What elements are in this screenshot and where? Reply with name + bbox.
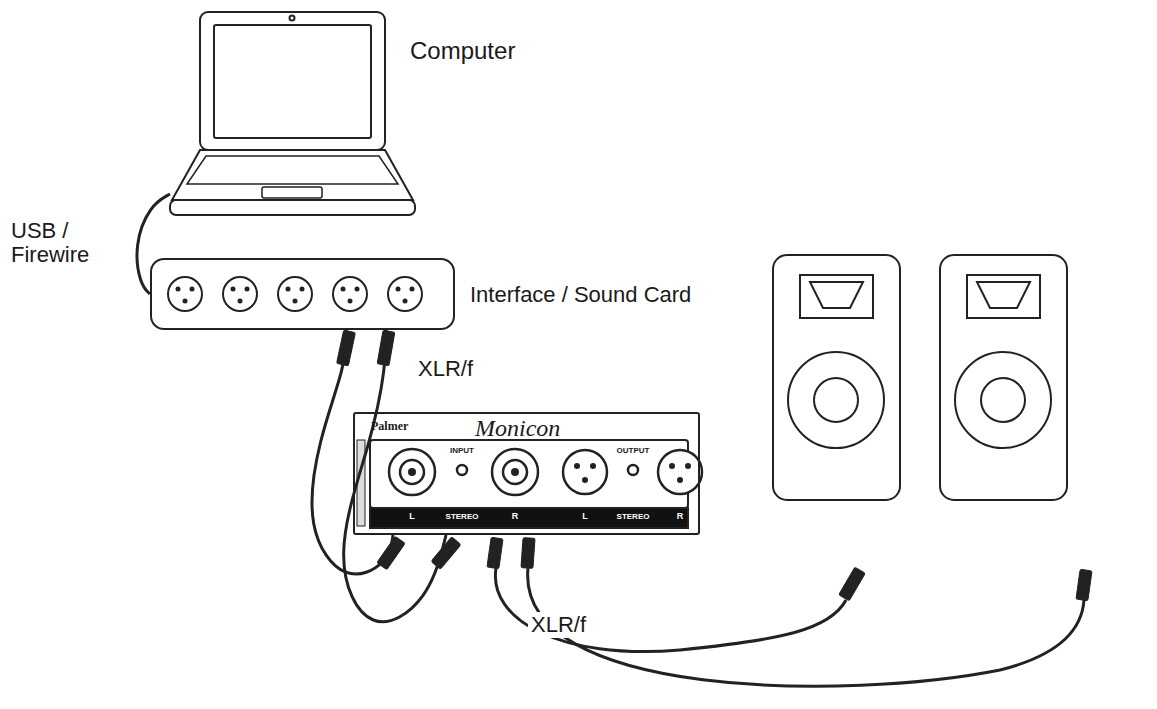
panel-label: STEREO: [617, 513, 650, 522]
panel-label: STEREO: [446, 513, 479, 522]
laptop-drawing-part: [170, 200, 415, 215]
laptop-drawing-part: [290, 16, 295, 21]
cable-connector: [137, 194, 170, 294]
xlr-pins-part: [190, 287, 195, 292]
xlr-pins-part: [403, 299, 408, 304]
xlr-pins-part: [300, 287, 305, 292]
xlr-pins-part: [410, 287, 415, 292]
interface-connectors-part: [388, 277, 422, 311]
xlr-plugs-part: [521, 538, 535, 569]
combo-jacks-part: [563, 450, 607, 494]
channel-label: R: [677, 512, 684, 522]
xlr-pins-part: [348, 299, 353, 304]
jack-pins-part: [408, 468, 416, 476]
interface-connectors-part: [333, 277, 367, 311]
node-label: Palmer: [371, 420, 408, 433]
speaker-cables-part: [528, 568, 1084, 686]
node-label: Computer: [410, 38, 515, 64]
speaker-drawing-part: [773, 255, 900, 500]
cable-label: XLR/f: [528, 612, 589, 638]
speaker-drawing-part: [810, 282, 863, 308]
speaker-drawing-part: [940, 255, 1067, 500]
speaker-drawing-part: [955, 352, 1051, 448]
xlr-plugs-part: [487, 537, 503, 568]
jack-pins: [408, 463, 691, 483]
interface-box: Interface / Sound Card: [150, 258, 455, 330]
xlr-pins-part: [355, 287, 360, 292]
xlr-pins-part: [231, 287, 236, 292]
speaker-drawing-part: [800, 275, 873, 318]
xlr-plugs-part: [1076, 569, 1092, 600]
interface-connectors-part: [223, 277, 257, 311]
channel-label: L: [582, 512, 588, 522]
jack-pins-part: [677, 477, 683, 483]
edge-label: XLR/f: [415, 356, 476, 382]
laptop-drawing-part: [214, 25, 371, 138]
laptop-drawing-part: [200, 12, 385, 150]
xlr-plugs: [337, 330, 1092, 601]
speaker-drawing-part: [967, 275, 1040, 318]
channel-label: L: [409, 512, 415, 522]
xlr-pins-part: [238, 299, 243, 304]
speaker-drawing-part: [981, 378, 1025, 422]
jack-pins-part: [511, 468, 519, 476]
xlr-pins-part: [293, 299, 298, 304]
xlr-pins-part: [183, 299, 188, 304]
speaker-drawing: [773, 255, 1067, 500]
interface-connectors-part: [168, 277, 202, 311]
speaker-cables-part: [495, 568, 846, 652]
speaker-drawing-part: [788, 352, 884, 448]
xlr-plugs-part: [431, 537, 461, 569]
panel-label: INPUT: [450, 447, 474, 456]
xlr-pins-part: [396, 287, 401, 292]
combo-jacks-part: [389, 449, 435, 495]
combo-jacks-part: [457, 465, 467, 475]
monicon-panel: [357, 440, 688, 528]
laptop-drawing-part: [172, 150, 413, 200]
monicon-panel-part: [370, 440, 688, 508]
xlr-pins-part: [245, 287, 250, 292]
jack-pins-part: [669, 463, 675, 469]
channel-label: R: [512, 512, 519, 522]
xlr-pins: [176, 287, 415, 304]
laptop-drawing: [170, 12, 415, 215]
node-label: Interface / Sound Card: [470, 283, 691, 307]
interface-connectors-part: [278, 277, 312, 311]
interface-connectors: [168, 277, 422, 311]
combo-jacks-part: [492, 449, 538, 495]
jack-pins-part: [582, 477, 588, 483]
combo-jacks-part: [658, 450, 702, 494]
brand-name: Monicon: [475, 415, 560, 441]
laptop-drawing-part: [262, 187, 322, 198]
combo-jacks-part: [503, 460, 527, 484]
computer-node: Computer: [170, 12, 415, 216]
speaker-cables: [495, 568, 1084, 686]
speaker-drawing-part: [814, 378, 858, 422]
xlr-plugs-part: [839, 567, 865, 601]
xlr-pins-part: [176, 287, 181, 292]
laptop-drawing-part: [187, 156, 398, 184]
monicon-panel-part: [370, 508, 688, 528]
edge-label: USB / Firewire: [8, 218, 110, 268]
combo-jacks-part: [400, 460, 424, 484]
speaker-drawing-part: [977, 282, 1030, 308]
jack-pins-part: [574, 463, 580, 469]
jack-pins-part: [685, 463, 691, 469]
xlr-pins-part: [341, 287, 346, 292]
combo-jacks-part: [628, 465, 638, 475]
panel-label: OUTPUT: [617, 447, 650, 456]
xlr-pins-part: [286, 287, 291, 292]
combo-jacks: [389, 449, 702, 495]
jack-pins-part: [590, 463, 596, 469]
